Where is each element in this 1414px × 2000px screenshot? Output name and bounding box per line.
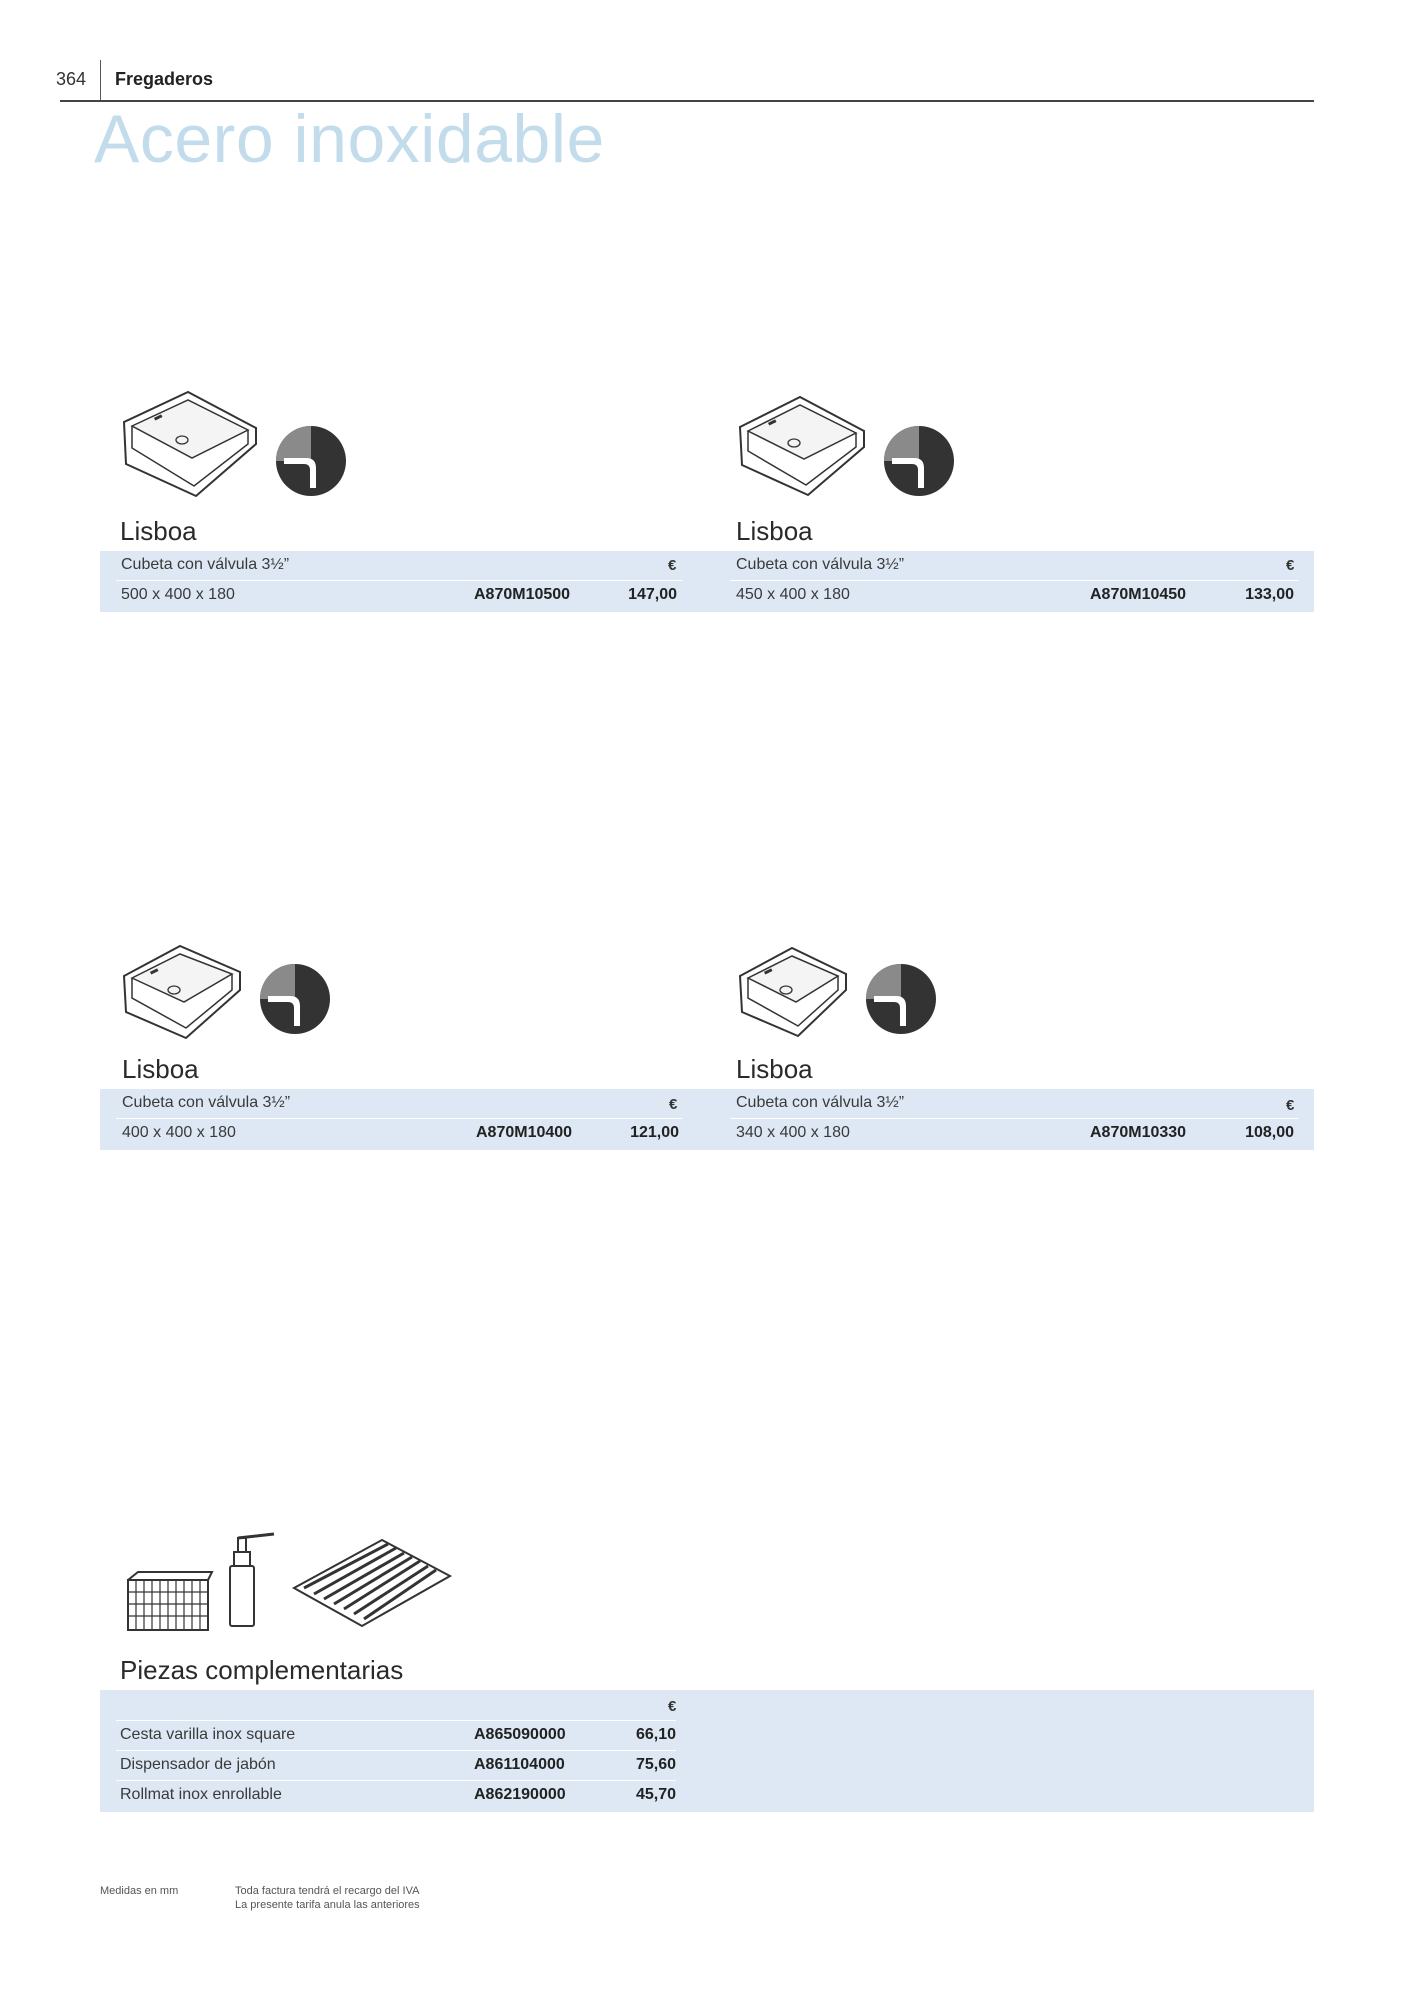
sink-icon — [122, 944, 241, 1040]
product-price: 121,00 — [630, 1124, 679, 1141]
header-divider — [100, 60, 101, 102]
header-rule — [60, 100, 1314, 102]
product-description: Cubeta con válvula 3½” — [736, 1094, 905, 1111]
product-description: Cubeta con válvula 3½” — [122, 1094, 291, 1111]
accessories-title: Piezas complementarias — [120, 1655, 404, 1685]
row-divider — [116, 1750, 676, 1751]
accessory-price: 66,10 — [635, 1726, 676, 1743]
sink-icon — [738, 395, 865, 497]
currency-symbol: € — [668, 1698, 677, 1715]
product-table: Cubeta con válvula 3½” € 500 x 400 x 180… — [100, 551, 694, 612]
product-dimensions: 450 x 400 x 180 — [736, 586, 850, 603]
currency-symbol: € — [1286, 1097, 1295, 1114]
product-dimensions: 500 x 400 x 180 — [121, 586, 235, 603]
corner-mount-icon — [884, 426, 954, 496]
sink-icon — [738, 946, 847, 1038]
currency-symbol: € — [668, 557, 677, 574]
product-dimensions: 400 x 400 x 180 — [122, 1124, 236, 1141]
corner-mount-icon — [260, 964, 330, 1034]
accessory-name: Cesta varilla inox square — [120, 1726, 296, 1743]
product-code: A870M10450 — [1090, 586, 1187, 603]
row-divider — [116, 1118, 682, 1119]
currency-symbol: € — [1286, 557, 1295, 574]
product-table: Cubeta con válvula 3½” € 400 x 400 x 180… — [100, 1089, 694, 1150]
soap-dispenser-icon — [229, 1532, 275, 1627]
accessory-price: 45,70 — [635, 1786, 676, 1803]
product-description: Cubeta con válvula 3½” — [736, 556, 905, 573]
row-divider — [116, 1780, 676, 1781]
accessory-code: A865090000 — [474, 1726, 566, 1743]
product-code: A870M10330 — [1090, 1124, 1187, 1141]
accessory-name: Dispensador de jabón — [120, 1756, 276, 1773]
row-divider — [730, 1118, 1298, 1119]
accessory-code: A861104000 — [474, 1756, 565, 1773]
accessory-code: A862190000 — [474, 1786, 566, 1803]
product-description: Cubeta con válvula 3½” — [121, 556, 290, 573]
product-dimensions: 340 x 400 x 180 — [736, 1124, 850, 1141]
footer-note-tariff: La presente tarifa anula las anteriores — [235, 1899, 420, 1911]
row-divider — [116, 1720, 676, 1721]
footer-units: Medidas en mm — [100, 1885, 179, 1897]
basket-icon — [127, 1571, 214, 1631]
product-code: A870M10400 — [476, 1124, 573, 1141]
footer-note-vat: Toda factura tendrá el recargo del IVA — [235, 1885, 420, 1897]
corner-mount-icon — [276, 426, 346, 496]
accessories-table: € Cesta varilla inox square A865090000 6… — [100, 1690, 1314, 1812]
currency-symbol: € — [669, 1096, 678, 1113]
page-number: 364 — [56, 69, 87, 89]
product-price: 147,00 — [628, 586, 677, 603]
product-price: 133,00 — [1245, 586, 1294, 603]
row-divider — [730, 580, 1298, 581]
corner-mount-icon — [866, 964, 936, 1034]
row-divider — [116, 580, 682, 581]
accessory-name: Rollmat inox enrollable — [120, 1786, 282, 1803]
product-table: Cubeta con válvula 3½” € 450 x 400 x 180… — [694, 551, 1314, 612]
section-title: Fregaderos — [115, 69, 214, 89]
accessory-price: 75,60 — [635, 1756, 676, 1773]
sink-icon — [122, 390, 257, 498]
rollmat-icon — [291, 1538, 453, 1628]
product-code: A870M10500 — [474, 586, 571, 603]
page-title: Acero inoxidable — [94, 101, 605, 177]
product-table: Cubeta con válvula 3½” € 340 x 400 x 180… — [694, 1089, 1314, 1150]
product-price: 108,00 — [1245, 1124, 1294, 1141]
